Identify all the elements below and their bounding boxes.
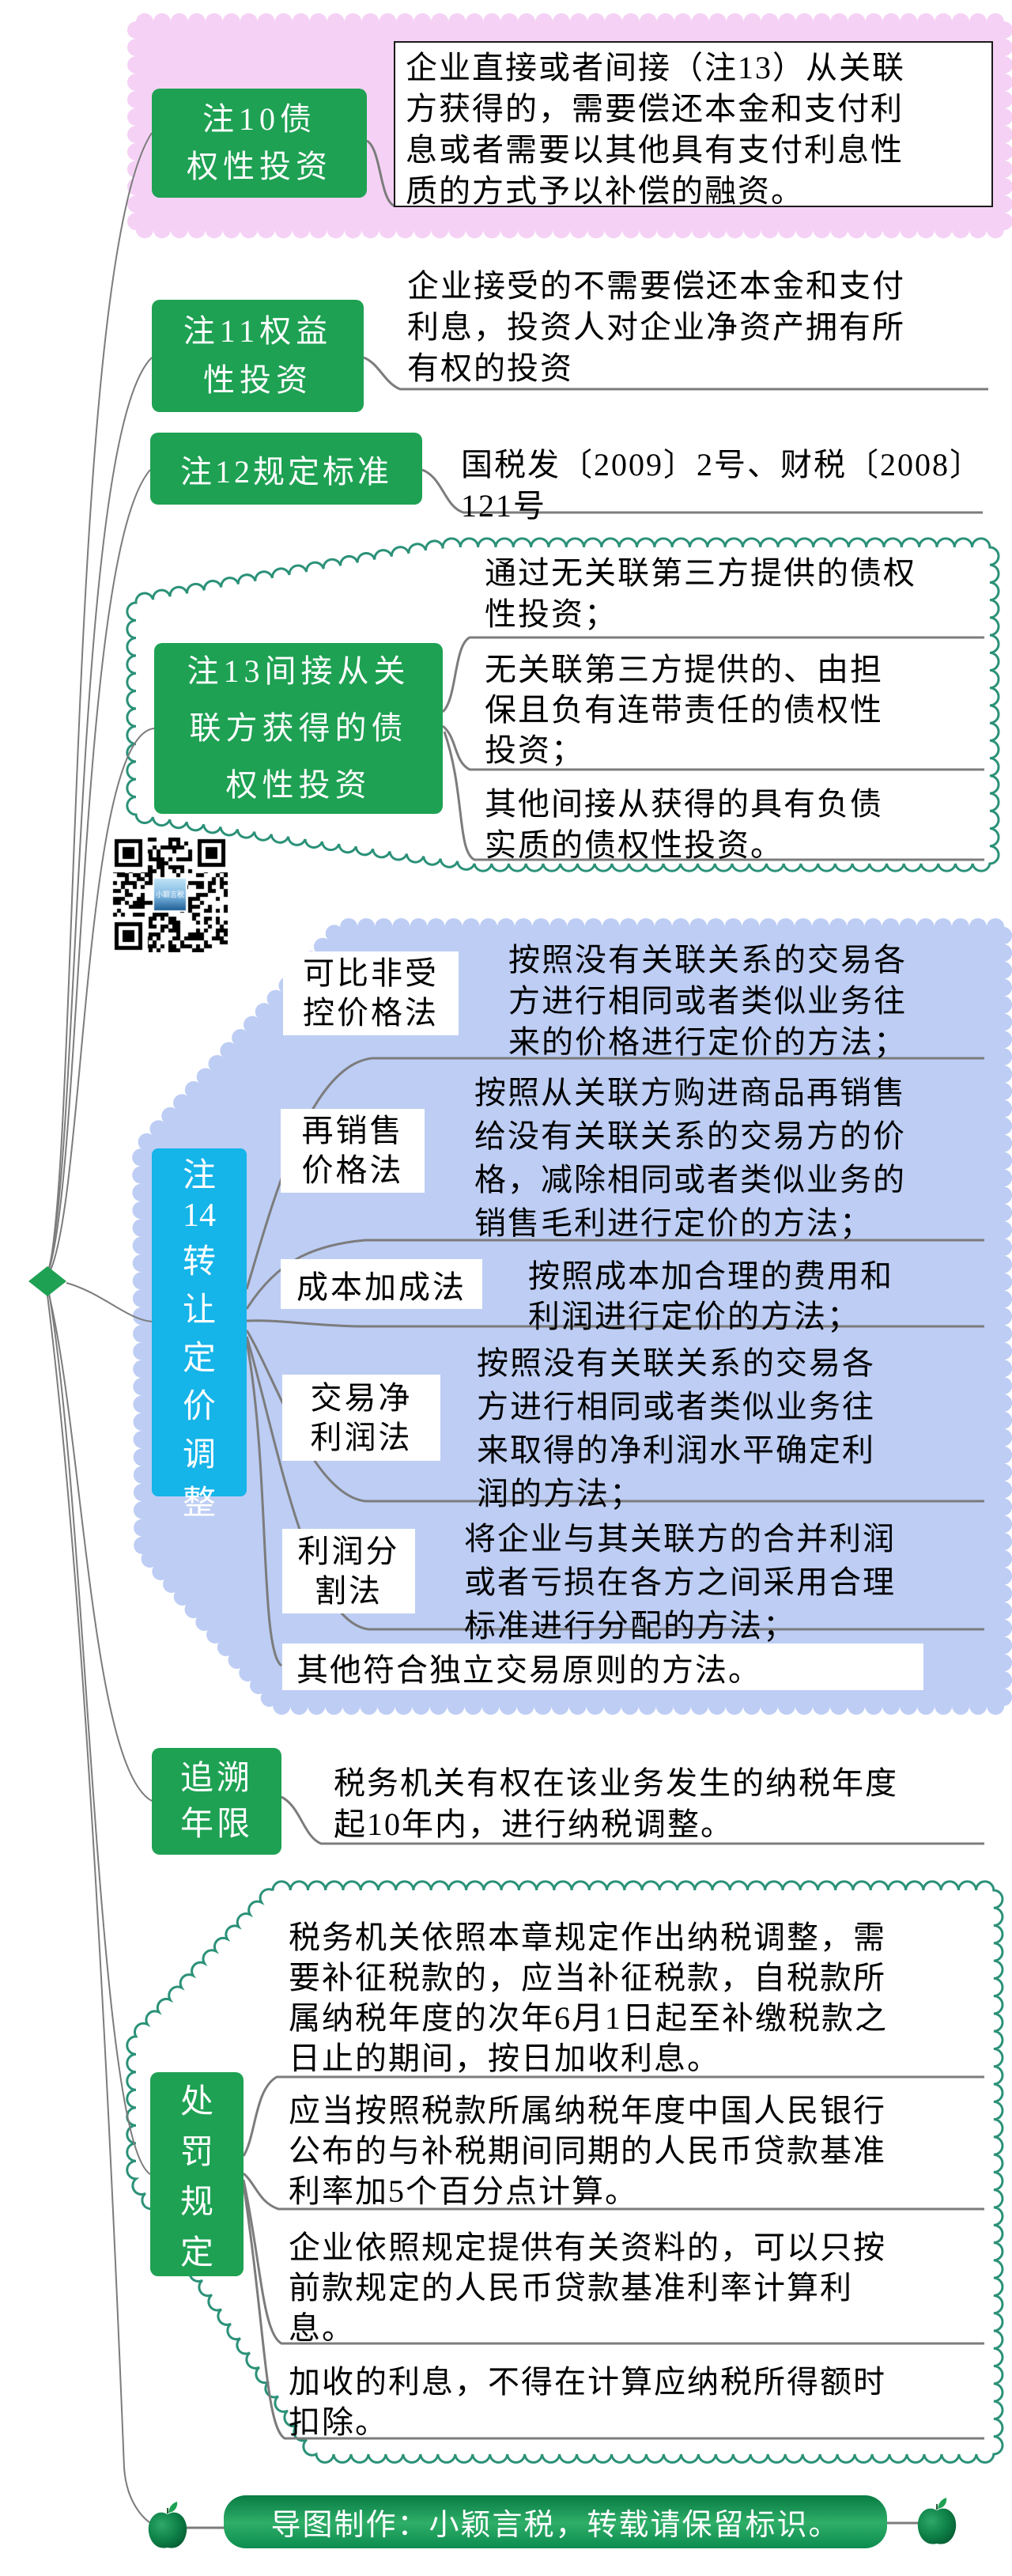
penalty-char: 罚 — [179, 2134, 213, 2171]
method-box-2[interactable]: 再销售 价格法 — [281, 1109, 425, 1193]
spine-diamond[interactable] — [28, 1266, 66, 1296]
penalty-char: 定 — [179, 2235, 213, 2272]
topic-note13-label: 注13间接从关 联方获得的债 权性投资 — [187, 653, 410, 803]
topic-note13[interactable]: 注13间接从关 联方获得的债 权性投资 — [154, 643, 443, 814]
method-desc-1: 按照没有关联关系的交易各 方进行相同或者类似业务往 来的价格进行定价的方法； — [508, 942, 907, 1060]
apple-icon — [148, 2502, 187, 2548]
penalty-item-1: 税务机关依照本章规定作出纳税调整，需 要补征税款的，应当补征税款，自税款所 属纳… — [289, 1920, 888, 2076]
note13-item-2: 无关联第三方提供的、由担 保且负有连带责任的债权性 投资； — [485, 652, 883, 768]
method-desc-3: 按照成本加合理的费用和 利润进行定价的方法； — [528, 1258, 893, 1334]
penalty-char: 规 — [179, 2184, 213, 2222]
topic-note12-label: 注12规定标准 — [180, 453, 392, 490]
qr-code — [112, 837, 228, 952]
note14-char: 注 — [182, 1158, 216, 1194]
topic-note10[interactable]: 注10债 权性投资 — [152, 89, 367, 198]
footer-text: 导图制作：小颖言税，转载请保留标识。 — [270, 2509, 840, 2542]
penalty-item-2: 应当按照税款所属纳税年度中国人民银行 公布的与补税期间同期的人民币贷款基准 利率… — [289, 2093, 886, 2209]
note14-char: 价 — [182, 1389, 216, 1425]
topic-note12[interactable]: 注12规定标准 — [150, 433, 422, 505]
penalty-char: 处 — [179, 2083, 213, 2120]
note14-char: 让 — [182, 1292, 216, 1329]
note14-char: 14 — [183, 1197, 216, 1234]
method-box-1[interactable]: 可比非受 控价格法 — [283, 951, 459, 1035]
note13-item-3: 其他间接从获得的具有负债 实质的债权性投资。 — [485, 786, 883, 863]
method-desc-4: 按照没有关联关系的交易各 方进行相同或者类似业务往 来取得的净利润水平确定利 润… — [477, 1345, 875, 1511]
method-box-5[interactable]: 利润分 割法 — [282, 1529, 415, 1613]
topic-note14[interactable]: 注 14 转 让 定 价 调 整 — [152, 1148, 247, 1522]
note10-desc: 企业直接或者间接（注13）从关联 方获得的，需要偿还本金和支付利 息或者需要以其… — [406, 50, 905, 209]
note14-char: 整 — [182, 1485, 216, 1522]
note14-char: 定 — [182, 1341, 216, 1377]
topic-note11[interactable]: 注11权益 性投资 — [152, 300, 364, 412]
topic-penalty[interactable]: 处 罚 规 定 — [150, 2072, 244, 2276]
topic-note10-label: 注10债 权性投资 — [187, 101, 332, 184]
method-box-6[interactable]: 其他符合独立交易原则的方法。 — [282, 1644, 923, 1690]
topic-retro-label: 追溯 年限 — [179, 1760, 253, 1843]
apple-icon — [917, 2498, 957, 2544]
footer-bar: 导图制作：小颖言税，转载请保留标识。 — [224, 2495, 887, 2548]
note13-item-1: 通过无关联第三方提供的债权 性投资； — [485, 555, 916, 632]
note12-desc: 国税发〔2009〕2号、财税〔2008〕121号 — [461, 447, 983, 524]
topic-note11-label: 注11权益 性投资 — [183, 313, 333, 398]
topic-retro[interactable]: 追溯 年限 — [152, 1748, 281, 1855]
method-box-3[interactable]: 成本加成法 — [281, 1259, 482, 1309]
method-desc-5: 将企业与其关联方的合并利润 或者亏损在各方之间采用合理 标准进行分配的方法； — [464, 1521, 896, 1644]
method-box-4[interactable]: 交易净 利润法 — [282, 1375, 440, 1461]
note11-desc: 企业接受的不需要偿还本金和支付 利息，投资人对企业净资产拥有所 有权的投资 — [407, 268, 905, 386]
note10-panel[interactable] — [394, 41, 993, 207]
retro-desc: 税务机关有权在该业务发生的纳税年度 起10年内，进行纳税调整。 — [334, 1765, 898, 1842]
note14-char: 转 — [182, 1244, 216, 1280]
penalty-item-3: 企业依照规定提供有关资料的，可以只按 前款规定的人民币贷款基准利率计算利 息。 — [289, 2230, 886, 2346]
method-desc-2: 按照从关联方购进商品再销售 给没有关联关系的交易方的价 格，减除相同或者类似业务… — [474, 1075, 906, 1241]
penalty-item-4: 加收的利息，不得在计算应纳税所得额时 扣除。 — [289, 2364, 886, 2440]
note14-char: 调 — [182, 1437, 216, 1473]
